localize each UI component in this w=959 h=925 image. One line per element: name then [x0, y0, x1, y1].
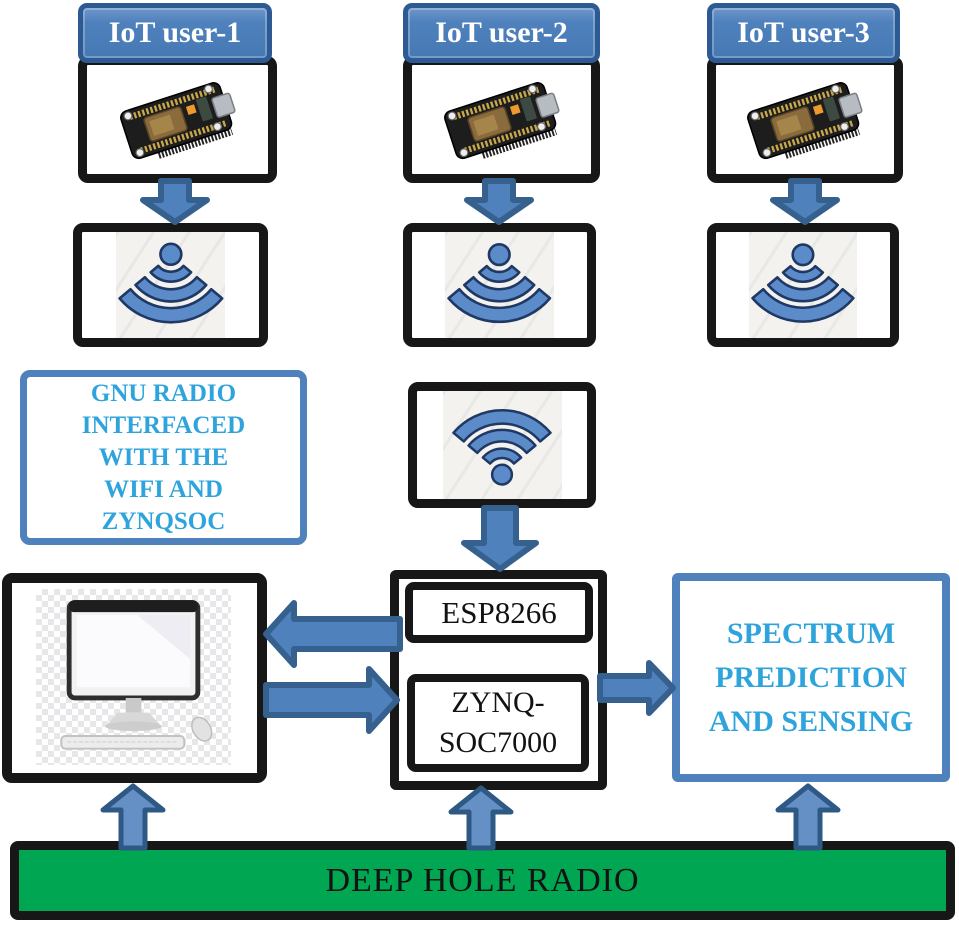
arrow-user2-to-wifi2: [464, 178, 534, 225]
iot-user-1-header: IoT user-1: [78, 3, 272, 63]
arrow-user1-to-wifi1: [140, 178, 210, 225]
arrow-radio-to-computer: [100, 783, 166, 851]
wifi-icon: [442, 391, 562, 499]
iot-user-1-label: IoT user-1: [108, 16, 242, 49]
esp8266-label: ESP8266: [441, 594, 557, 630]
gnu-radio-note-box: GNU RADIO INTERFACED WITH THE WIFI AND Z…: [20, 370, 307, 545]
wifi-down-icon: [115, 232, 226, 338]
wifi-box-2: [403, 223, 596, 347]
wifi-box-3: [707, 223, 899, 347]
arrow-computer-to-central: [263, 666, 400, 734]
zynq-soc-box: ZYNQ- SOC7000: [407, 674, 589, 772]
esp8266-box: ESP8266: [405, 582, 593, 643]
iot-user-3-label: IoT user-3: [737, 16, 870, 49]
gnu-radio-computer-box: [2, 573, 267, 783]
wifi-down-icon: [749, 232, 857, 338]
nodemcu-board-icon: [87, 65, 268, 174]
wifi-down-icon: [445, 232, 554, 338]
spectrum-prediction-box: SPECTRUM PREDICTION AND SENSING: [672, 573, 950, 782]
iot-user-2-device-box: [403, 56, 600, 183]
arrow-central-to-spectrum: [597, 660, 676, 716]
deep-hole-radio-label: DEEP HOLE RADIO: [325, 861, 640, 899]
iot-user-2-label: IoT user-2: [435, 16, 568, 49]
iot-user-1-device-box: [78, 56, 277, 183]
arrow-user3-to-wifi3: [770, 178, 840, 225]
desktop-computer-icon: [36, 589, 231, 765]
nodemcu-board-icon: [716, 65, 894, 174]
iot-user-2-header: IoT user-2: [403, 3, 600, 63]
spectrum-prediction-text: SPECTRUM PREDICTION AND SENSING: [708, 616, 914, 738]
zynq-soc-label: ZYNQ- SOC7000: [438, 686, 558, 759]
wifi-box-1: [73, 223, 268, 347]
iot-user-3-device-box: [707, 56, 903, 183]
arrow-wifi-to-esp: [461, 505, 539, 572]
deep-hole-radio-bar: DEEP HOLE RADIO: [10, 841, 955, 920]
arrow-radio-to-spectrum: [775, 783, 841, 851]
central-wifi-box: [408, 382, 596, 508]
arrow-radio-to-central: [448, 785, 514, 851]
nodemcu-board-icon: [412, 65, 591, 174]
iot-user-3-header: IoT user-3: [707, 3, 900, 63]
central-unit-box: ESP8266 ZYNQ- SOC7000: [390, 570, 607, 790]
gnu-radio-note-text: GNU RADIO INTERFACED WITH THE WIFI AND Z…: [81, 379, 246, 535]
arrow-central-to-computer: [263, 600, 403, 668]
